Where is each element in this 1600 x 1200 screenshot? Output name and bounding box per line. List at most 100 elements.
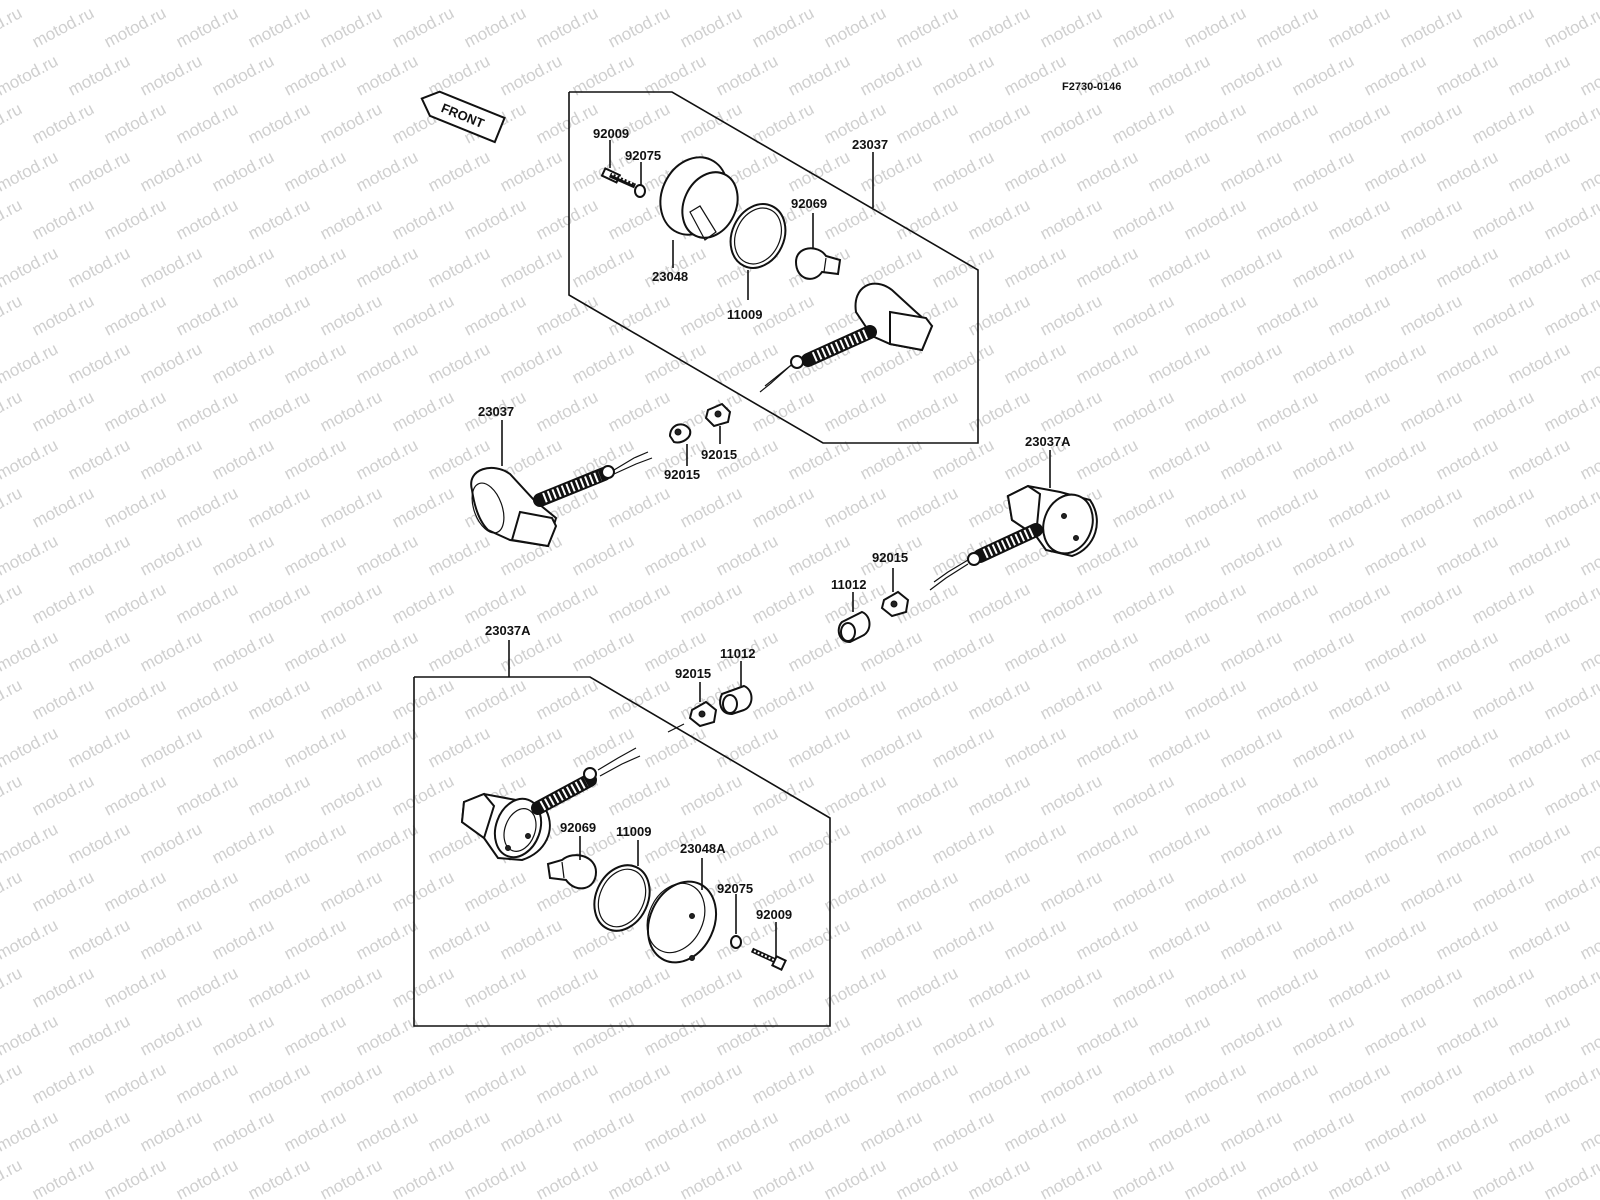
watermark-text: motod.ru <box>857 1107 925 1155</box>
watermark-text: motod.ru <box>641 243 709 291</box>
watermark-text: motod.ru <box>857 0 925 4</box>
watermark-text: motod.ru <box>1217 243 1285 291</box>
watermark-text: motod.ru <box>137 0 205 4</box>
watermark-text: motod.ru <box>245 1059 313 1107</box>
watermark-text: motod.ru <box>209 819 277 867</box>
watermark-text: motod.ru <box>1001 819 1069 867</box>
watermark-text: motod.ru <box>461 963 529 1011</box>
watermark-text: motod.ru <box>137 531 205 579</box>
watermark-text: motod.ru <box>173 483 241 531</box>
watermark-text: motod.ru <box>209 51 277 99</box>
watermark-text: motod.ru <box>1397 291 1465 339</box>
watermark-text: motod.ru <box>1145 531 1213 579</box>
watermark-text: motod.ru <box>1073 915 1141 963</box>
watermark-text: motod.ru <box>533 291 601 339</box>
watermark-text: motod.ru <box>0 3 25 51</box>
watermark-text: motod.ru <box>389 195 457 243</box>
watermark-text: motod.ru <box>1181 675 1249 723</box>
watermark-text: motod.ru <box>713 51 781 99</box>
watermark-text: motod.ru <box>929 51 997 99</box>
top-washer <box>634 184 646 198</box>
watermark-text: motod.ru <box>1289 819 1357 867</box>
watermark-text: motod.ru <box>1469 387 1537 435</box>
watermark-text: motod.ru <box>1145 243 1213 291</box>
watermark-text: motod.ru <box>0 531 61 579</box>
watermark-text: motod.ru <box>713 339 781 387</box>
watermark-text: motod.ru <box>1361 435 1429 483</box>
watermark-text: motod.ru <box>821 963 889 1011</box>
watermark-text: motod.ru <box>1361 723 1429 771</box>
watermark-text: motod.ru <box>929 147 997 195</box>
watermark-text: motod.ru <box>1289 531 1357 579</box>
watermark-text: motod.ru <box>1253 387 1321 435</box>
watermark-text: motod.ru <box>317 675 385 723</box>
watermark-text: motod.ru <box>1073 1011 1141 1059</box>
watermark-text: motod.ru <box>1577 531 1600 579</box>
watermark-text: motod.ru <box>677 1155 745 1200</box>
watermark-text: motod.ru <box>1469 1155 1537 1200</box>
watermark-text: motod.ru <box>857 627 925 675</box>
watermark-text: motod.ru <box>1433 147 1501 195</box>
watermark-text: motod.ru <box>245 99 313 147</box>
watermark-text: motod.ru <box>173 579 241 627</box>
label-right-nut: 92015 <box>872 550 908 565</box>
watermark-text: motod.ru <box>893 1059 961 1107</box>
watermark-text: motod.ru <box>1181 963 1249 1011</box>
watermark-text: motod.ru <box>1361 1011 1429 1059</box>
watermark-text: motod.ru <box>857 819 925 867</box>
watermark-text: motod.ru <box>65 1011 133 1059</box>
watermark-text: motod.ru <box>1181 579 1249 627</box>
watermark-text: motod.ru <box>677 99 745 147</box>
watermark-text: motod.ru <box>281 339 349 387</box>
watermark-text: motod.ru <box>1505 531 1573 579</box>
watermark-text: motod.ru <box>1541 771 1600 819</box>
watermark-text: motod.ru <box>857 1011 925 1059</box>
watermark-text: motod.ru <box>0 771 25 819</box>
watermark-text: motod.ru <box>893 99 961 147</box>
watermark-text: motod.ru <box>1037 675 1105 723</box>
watermark-text: motod.ru <box>1469 291 1537 339</box>
watermark-text: motod.ru <box>1217 0 1285 4</box>
watermark-text: motod.ru <box>1145 51 1213 99</box>
watermark-text: motod.ru <box>1433 531 1501 579</box>
watermark-text: motod.ru <box>1361 627 1429 675</box>
watermark-text: motod.ru <box>785 819 853 867</box>
watermark-text: motod.ru <box>1253 1155 1321 1200</box>
watermark-text: motod.ru <box>1217 1011 1285 1059</box>
watermark-text: motod.ru <box>1541 1155 1600 1200</box>
watermark-text: motod.ru <box>1145 0 1213 4</box>
watermark-text: motod.ru <box>1577 339 1600 387</box>
watermark-text: motod.ru <box>1361 339 1429 387</box>
watermark-text: motod.ru <box>65 531 133 579</box>
right-grommet <box>837 610 871 644</box>
watermark-text: motod.ru <box>245 291 313 339</box>
watermark-text: motod.ru <box>893 387 961 435</box>
watermark-text: motod.ru <box>1433 627 1501 675</box>
label-left-signal: 23037 <box>478 404 514 419</box>
watermark-text: motod.ru <box>1037 291 1105 339</box>
watermark-text: motod.ru <box>605 771 673 819</box>
watermark-text: motod.ru <box>1217 531 1285 579</box>
watermark-text: motod.ru <box>785 1011 853 1059</box>
watermark-text: motod.ru <box>1289 339 1357 387</box>
watermark-text: motod.ru <box>1109 1155 1177 1200</box>
watermark-text: motod.ru <box>1397 99 1465 147</box>
label-right-signal: 23037A <box>1025 434 1071 449</box>
watermark-text: motod.ru <box>1001 1107 1069 1155</box>
watermark-text: motod.ru <box>605 675 673 723</box>
watermark-text: motod.ru <box>1253 579 1321 627</box>
watermark-text: motod.ru <box>1289 627 1357 675</box>
watermark-text: motod.ru <box>353 531 421 579</box>
watermark-text: motod.ru <box>281 627 349 675</box>
watermark-text: motod.ru <box>1109 963 1177 1011</box>
watermark-text: motod.ru <box>569 627 637 675</box>
watermark-text: motod.ru <box>1577 0 1600 4</box>
watermark-text: motod.ru <box>425 51 493 99</box>
watermark-text: motod.ru <box>353 819 421 867</box>
watermark-text: motod.ru <box>929 1011 997 1059</box>
watermark-text: motod.ru <box>497 1107 565 1155</box>
watermark-text: motod.ru <box>173 291 241 339</box>
watermark-text: motod.ru <box>281 435 349 483</box>
watermark-text: motod.ru <box>389 963 457 1011</box>
